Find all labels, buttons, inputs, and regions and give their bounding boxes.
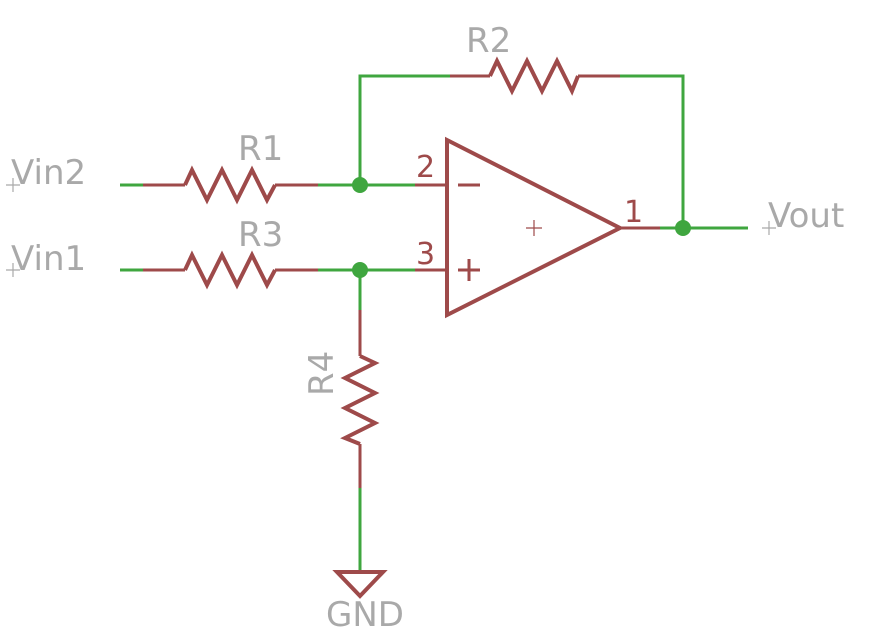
r3-label: R3 <box>238 215 283 255</box>
r1-label: R1 <box>238 129 283 169</box>
noninverting-sign <box>458 259 480 281</box>
gnd-label: GND <box>326 595 404 635</box>
component-leads <box>143 74 660 488</box>
pin-3-number: 3 <box>416 237 435 272</box>
resistor-r4 <box>340 354 380 446</box>
resistor-r3 <box>183 250 277 290</box>
wire-feedback-left <box>358 74 450 185</box>
ground-symbol <box>332 570 388 599</box>
vin1-origin-marker <box>6 263 20 277</box>
vin2-label: Vin2 <box>11 153 86 193</box>
junction-inverting <box>352 177 368 193</box>
r4-label: R4 <box>302 351 342 396</box>
vin2-origin-marker <box>6 178 20 192</box>
vout-label: Vout <box>768 196 844 236</box>
pin-2-number: 2 <box>416 150 435 185</box>
junction-output <box>675 220 691 236</box>
pin-1-number: 1 <box>624 195 643 230</box>
opamp-origin-marker <box>526 220 542 236</box>
junction-noninverting <box>352 262 368 278</box>
vout-origin-marker <box>762 221 776 235</box>
wire-feedback-right <box>620 74 685 228</box>
resistor-r1 <box>183 165 277 205</box>
vin1-label: Vin1 <box>11 239 86 279</box>
opamp-triangle <box>445 136 625 319</box>
r2-label: R2 <box>466 21 511 61</box>
resistor-r2 <box>488 56 580 96</box>
